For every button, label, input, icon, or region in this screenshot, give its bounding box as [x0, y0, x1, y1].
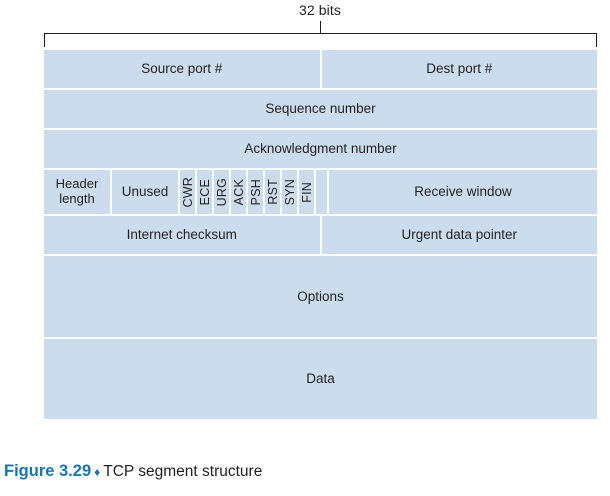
row-sequence-number: Sequence number: [44, 90, 597, 128]
flag-syn-label: SYN: [282, 178, 297, 206]
field-internet-checksum: Internet checksum: [44, 216, 320, 254]
column-divider: [319, 50, 322, 88]
flags-spacer: [316, 170, 327, 214]
row-ports: Source port # Dest port #: [44, 50, 597, 88]
bit-width-bracket: [44, 33, 597, 47]
figure-caption: Figure 3.29♦TCP segment structure: [4, 462, 604, 481]
column-divider: [297, 170, 299, 214]
header-length-line-1: Header: [55, 176, 99, 192]
column-divider: [110, 170, 112, 214]
field-receive-window: Receive window: [329, 170, 597, 214]
column-divider: [246, 170, 248, 214]
flag-urg-label: URG: [214, 177, 229, 207]
column-divider: [195, 170, 197, 214]
diamond-separator-icon: ♦: [94, 465, 101, 479]
column-divider: [314, 170, 316, 214]
column-divider: [212, 170, 214, 214]
flag-cwr-label: CWR: [180, 176, 195, 208]
flag-ece-label: ECE: [197, 178, 212, 206]
flag-rst: RST: [265, 170, 280, 214]
flag-psh-label: PSH: [248, 178, 263, 206]
field-urgent-data-pointer: Urgent data pointer: [321, 216, 597, 254]
figure-caption-text: TCP segment structure: [103, 463, 263, 480]
flag-fin-label: FIN: [299, 181, 314, 203]
flag-cwr: CWR: [180, 170, 195, 214]
field-unused: Unused: [112, 170, 178, 214]
flag-ack-label: ACK: [231, 178, 246, 206]
flag-psh: PSH: [248, 170, 263, 214]
field-dest-port: Dest port #: [321, 50, 597, 88]
flag-ece: ECE: [197, 170, 212, 214]
flag-ack: ACK: [231, 170, 246, 214]
row-checksum: Internet checksum Urgent data pointer: [44, 216, 597, 254]
row-data: Data: [44, 339, 597, 419]
column-divider: [280, 170, 282, 214]
column-divider: [178, 170, 180, 214]
row-flags: Header length Unused CWR ECE URG ACK PSH…: [44, 170, 597, 214]
bit-width-tick: [320, 21, 321, 33]
segment-diagram: Source port # Dest port # Sequence numbe…: [44, 50, 597, 437]
field-acknowledgment-number: Acknowledgment number: [44, 130, 597, 168]
field-header-length: Header length: [44, 170, 110, 214]
field-sequence-number: Sequence number: [44, 90, 597, 128]
flag-rst-label: RST: [265, 179, 280, 205]
flag-urg: URG: [214, 170, 229, 214]
field-data: Data: [44, 339, 597, 419]
field-source-port: Source port #: [44, 50, 320, 88]
column-divider: [229, 170, 231, 214]
column-divider: [263, 170, 265, 214]
column-divider: [319, 216, 322, 254]
flag-fin: FIN: [299, 170, 314, 214]
bit-width-label: 32 bits: [299, 2, 341, 18]
column-divider: [327, 170, 329, 214]
row-options: Options: [44, 256, 597, 337]
row-acknowledgment-number: Acknowledgment number: [44, 130, 597, 168]
header-length-line-2: length: [59, 191, 95, 206]
field-options: Options: [44, 256, 597, 337]
figure-number: Figure 3.29: [4, 462, 92, 480]
flag-syn: SYN: [282, 170, 297, 214]
